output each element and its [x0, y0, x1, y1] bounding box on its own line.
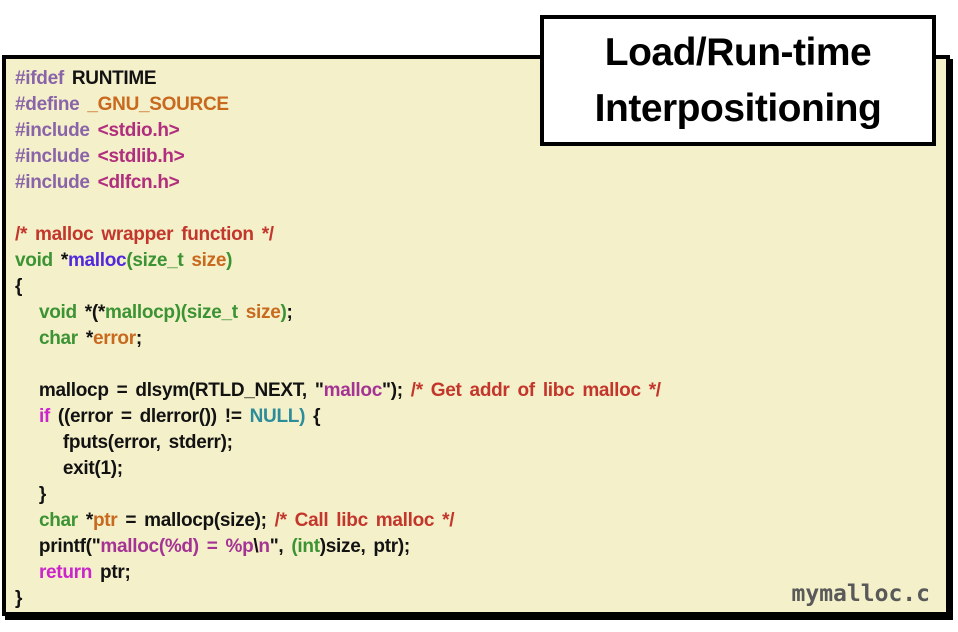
code-token: void: [38, 302, 77, 323]
code-token: ptr;: [92, 562, 131, 583]
code-line: [15, 196, 936, 222]
code-token: char: [38, 328, 78, 349]
code-line: if ((error = dlerror()) != NULL) {: [15, 404, 936, 430]
code-token: #ifdef: [15, 68, 64, 89]
code-token: \: [253, 536, 259, 557]
code-block: #ifdef RUNTIME#define _GNU_SOURCE#includ…: [6, 59, 946, 612]
code-token: ((error = dlerror()) !=: [49, 406, 250, 427]
code-token: [15, 510, 39, 531]
code-token: <stdio.h>: [97, 120, 180, 141]
code-token: )size, ptr);: [319, 536, 410, 557]
code-line: #include <dlfcn.h>: [15, 170, 936, 196]
code-token: = mallocp(size);: [117, 510, 275, 531]
code-token: printf(": [15, 536, 101, 557]
code-token: size_t: [132, 250, 184, 271]
code-token: *(*: [76, 302, 106, 323]
code-token: n: [258, 536, 270, 557]
code-token: size_t: [186, 302, 238, 323]
file-name-label: mymalloc.c: [791, 581, 930, 607]
code-box: #ifdef RUNTIME#define _GNU_SOURCE#includ…: [2, 55, 950, 616]
code-token: malloc: [67, 250, 127, 271]
code-token: if: [38, 406, 50, 427]
code-token: ");: [382, 380, 411, 401]
code-token: (: [126, 250, 133, 271]
code-line: void *(*mallocp)(size_t size);: [15, 300, 936, 326]
code-token: <stdlib.h>: [97, 146, 185, 167]
code-token: exit(1);: [15, 458, 123, 479]
code-token: ): [280, 302, 287, 323]
code-line: char *error;: [15, 326, 936, 352]
code-token: return: [38, 562, 93, 583]
code-line: #include <stdlib.h>: [15, 144, 936, 170]
code-token: ptr: [92, 510, 118, 531]
code-token: _GNU_SOURCE: [87, 94, 229, 115]
code-token: {: [15, 276, 23, 297]
code-line: #include <stdio.h>: [15, 118, 936, 144]
code-token: malloc: [323, 380, 383, 401]
code-token: RUNTIME: [63, 68, 157, 89]
code-token: }: [15, 484, 47, 505]
code-line: {: [15, 274, 936, 300]
code-token: ): [226, 250, 233, 271]
code-token: size: [191, 250, 227, 271]
code-line: fputs(error, stderr);: [15, 430, 936, 456]
code-line: exit(1);: [15, 456, 936, 482]
code-line: printf("malloc(%d) = %p\n", (int)size, p…: [15, 534, 936, 560]
code-line: void *malloc(size_t size): [15, 248, 936, 274]
code-token: #include: [15, 172, 90, 193]
code-token: [15, 328, 39, 349]
code-token: [15, 406, 39, 427]
code-token: <dlfcn.h>: [97, 172, 180, 193]
title-box: Load/Run-time Interpositioning: [540, 15, 936, 146]
code-line: return ptr;: [15, 560, 936, 586]
title-line-2: Interpositioning: [594, 86, 882, 130]
code-token: *: [52, 250, 68, 271]
code-token: [90, 146, 98, 167]
code-line: mallocp = dlsym(RTLD_NEXT, "malloc"); /*…: [15, 378, 936, 404]
code-token: fputs(error, stderr);: [15, 432, 233, 453]
code-token: #include: [15, 120, 90, 141]
code-token: }: [15, 588, 23, 609]
code-token: ",: [269, 536, 292, 557]
title-line-1: Load/Run-time: [604, 30, 872, 74]
code-token: [90, 172, 98, 193]
code-token: [238, 302, 246, 323]
code-token: [15, 302, 39, 323]
code-token: [90, 120, 98, 141]
code-token: error: [92, 328, 136, 349]
code-token: malloc(%d) = %p: [100, 536, 254, 557]
code-line: }: [15, 482, 936, 508]
code-token: ;: [135, 328, 142, 349]
code-token: mallocp: [105, 302, 175, 323]
code-token: )(: [174, 302, 187, 323]
code-line: #ifdef RUNTIME: [15, 66, 936, 92]
code-token: /* Get addr of libc malloc */: [410, 380, 661, 401]
code-token: char: [38, 510, 78, 531]
code-token: (int: [291, 536, 320, 557]
code-token: *: [77, 510, 93, 531]
code-token: ;: [286, 302, 293, 323]
code-token: *: [77, 328, 93, 349]
code-token: mallocp = dlsym(RTLD_NEXT, ": [15, 380, 324, 401]
code-token: {: [305, 406, 321, 427]
code-line: [15, 352, 936, 378]
code-line: /* malloc wrapper function */: [15, 222, 936, 248]
code-token: NULL): [249, 406, 306, 427]
code-token: void: [15, 250, 53, 271]
code-line: }: [15, 586, 936, 612]
code-token: #include: [15, 146, 90, 167]
code-line: char *ptr = mallocp(size); /* Call libc …: [15, 508, 936, 534]
code-token: [15, 562, 39, 583]
code-token: /* Call libc malloc */: [274, 510, 455, 531]
code-token: #define: [15, 94, 80, 115]
code-token: /* malloc wrapper function */: [15, 224, 274, 245]
code-line: #define _GNU_SOURCE: [15, 92, 936, 118]
code-token: size: [245, 302, 281, 323]
